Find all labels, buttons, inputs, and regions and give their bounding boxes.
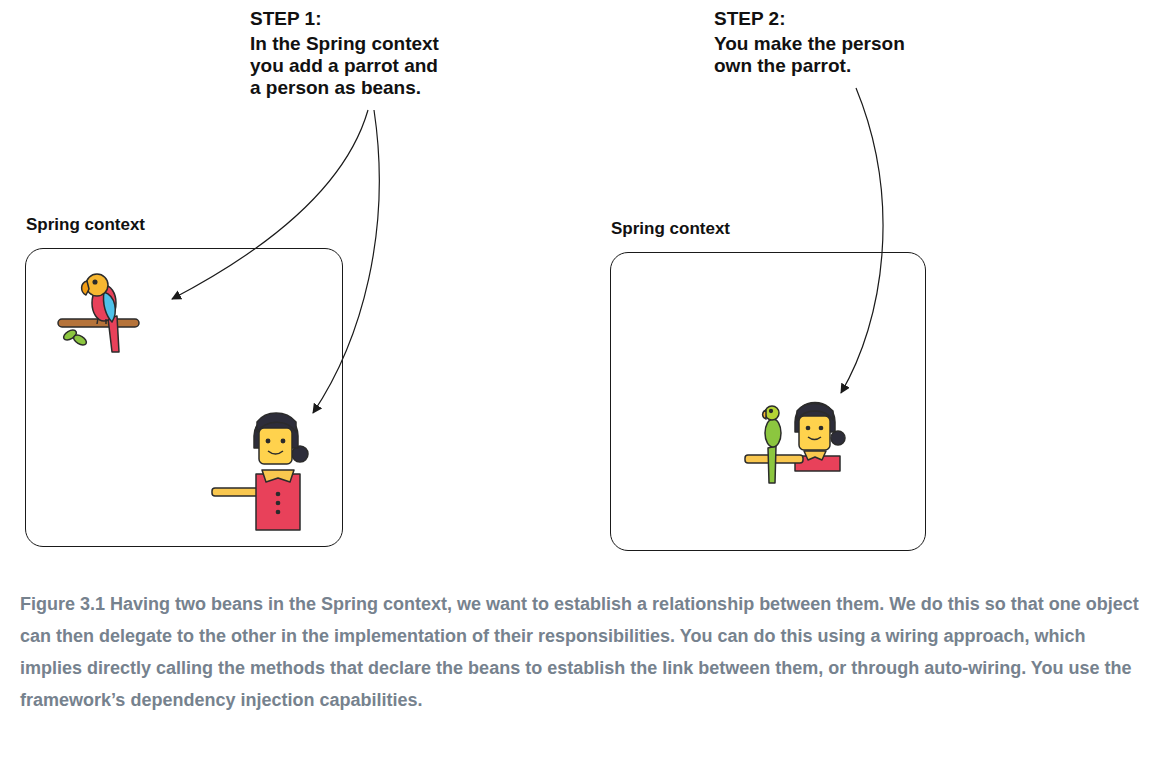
person-with-parrot-icon-part <box>808 437 821 440</box>
person-with-parrot-icon-part <box>797 404 833 421</box>
parrot-icon-part <box>86 274 108 296</box>
context-heading: Spring context <box>26 214 145 236</box>
leader-arrow-part <box>313 110 379 413</box>
person-with-parrot-icon-part <box>819 426 822 429</box>
person-with-parrot-icon-part <box>763 410 766 419</box>
person-icon-part <box>257 413 296 432</box>
parrot-icon-part <box>72 333 88 347</box>
person-with-parrot-icon-part <box>768 446 776 483</box>
person-with-parrot-icon-part <box>765 406 779 420</box>
person-with-parrot-icon-part <box>806 426 809 429</box>
leader-arrow-part <box>172 110 368 299</box>
person-with-parrot-icon <box>745 403 845 484</box>
person-icon <box>212 413 308 530</box>
person-icon-part <box>276 510 279 513</box>
person-icon-part <box>268 451 283 454</box>
parrot-icon-part <box>97 318 106 324</box>
step-heading: STEP 2: <box>714 8 934 30</box>
person-icon-part <box>259 428 292 464</box>
step-heading: STEP 1: <box>250 8 470 30</box>
context-box: Spring context <box>610 252 926 551</box>
person-with-parrot-icon-part <box>765 419 781 447</box>
leader-arrow-part <box>841 88 883 393</box>
person-icon-part <box>281 439 284 442</box>
person-with-parrot-icon-part <box>770 410 773 413</box>
parrot-icon-part <box>82 281 89 295</box>
step-note: You make the person own the parrot. <box>714 33 919 77</box>
person-with-parrot-icon-part <box>804 451 826 460</box>
parrot-icon-part <box>93 280 97 284</box>
person-icon-part <box>276 492 279 495</box>
figure-caption: Figure 3.1 Having two beans in the Sprin… <box>20 588 1145 716</box>
person-with-parrot-icon-part <box>831 431 845 445</box>
parrot-icon <box>58 274 139 352</box>
person-icon-part <box>266 439 269 442</box>
person-icon-part <box>262 470 294 482</box>
person-icon-part <box>276 501 279 504</box>
context-heading: Spring context <box>611 218 730 240</box>
leader-arrow <box>172 88 883 413</box>
parrot-icon-part <box>58 319 139 327</box>
context-box: Spring context <box>25 248 343 547</box>
parrot-icon-part <box>108 316 119 352</box>
person-icon-part <box>256 474 300 530</box>
parrot-icon-part <box>103 292 115 322</box>
step-note: In the Spring context you add a parrot a… <box>250 33 448 99</box>
person-with-parrot-icon-part <box>799 416 830 450</box>
